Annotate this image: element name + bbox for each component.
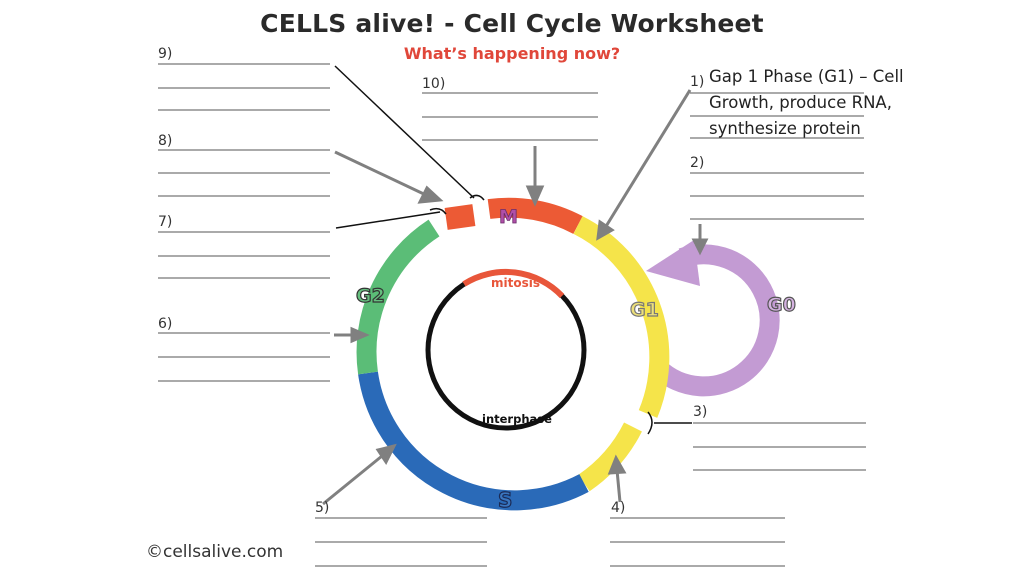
cell-cycle-ring <box>356 197 670 511</box>
question-1-label: 1) <box>690 74 705 90</box>
question-2-label: 2) <box>690 155 705 171</box>
inner-label-interphase: interphase <box>482 412 552 426</box>
phase-label-g2: G2 <box>356 285 385 307</box>
phase-label-m: M <box>499 206 518 228</box>
pointer-arrows <box>322 65 709 506</box>
page-subtitle: What’s happening now? <box>403 44 621 63</box>
question-6-label: 6) <box>158 316 173 332</box>
phase-label-g1: G1 <box>630 299 659 321</box>
page-title: CELLS alive! - Cell Cycle Worksheet <box>260 9 764 38</box>
phase-label-g0: G0 <box>767 294 796 316</box>
question-7-label: 7) <box>158 214 173 230</box>
credit-text: ©cellsalive.com <box>146 542 284 562</box>
question-8-label: 8) <box>158 133 173 149</box>
phase-m-segment <box>487 197 583 234</box>
phase-m-block <box>444 204 476 230</box>
question-9-label: 9) <box>158 46 173 62</box>
g0-loop <box>646 240 780 397</box>
phase-label-s: S <box>498 488 512 512</box>
phase-g1-segment <box>573 216 670 418</box>
phase-s-segment <box>358 371 589 511</box>
question-5-label: 5) <box>315 500 330 516</box>
question-4-label: 4) <box>611 500 626 516</box>
phase-g2-segment <box>356 219 440 375</box>
question-3-label: 3) <box>693 404 708 420</box>
inner-label-mitosis: mitosis <box>491 276 540 290</box>
answer-lines <box>158 63 866 567</box>
answer-1-text: Gap 1 Phase (G1) – Cell Growth, produce … <box>709 67 904 138</box>
phase-g1-lower-segment <box>578 422 642 492</box>
question-10-label: 10) <box>422 76 446 92</box>
mitosis-arc <box>462 268 565 299</box>
